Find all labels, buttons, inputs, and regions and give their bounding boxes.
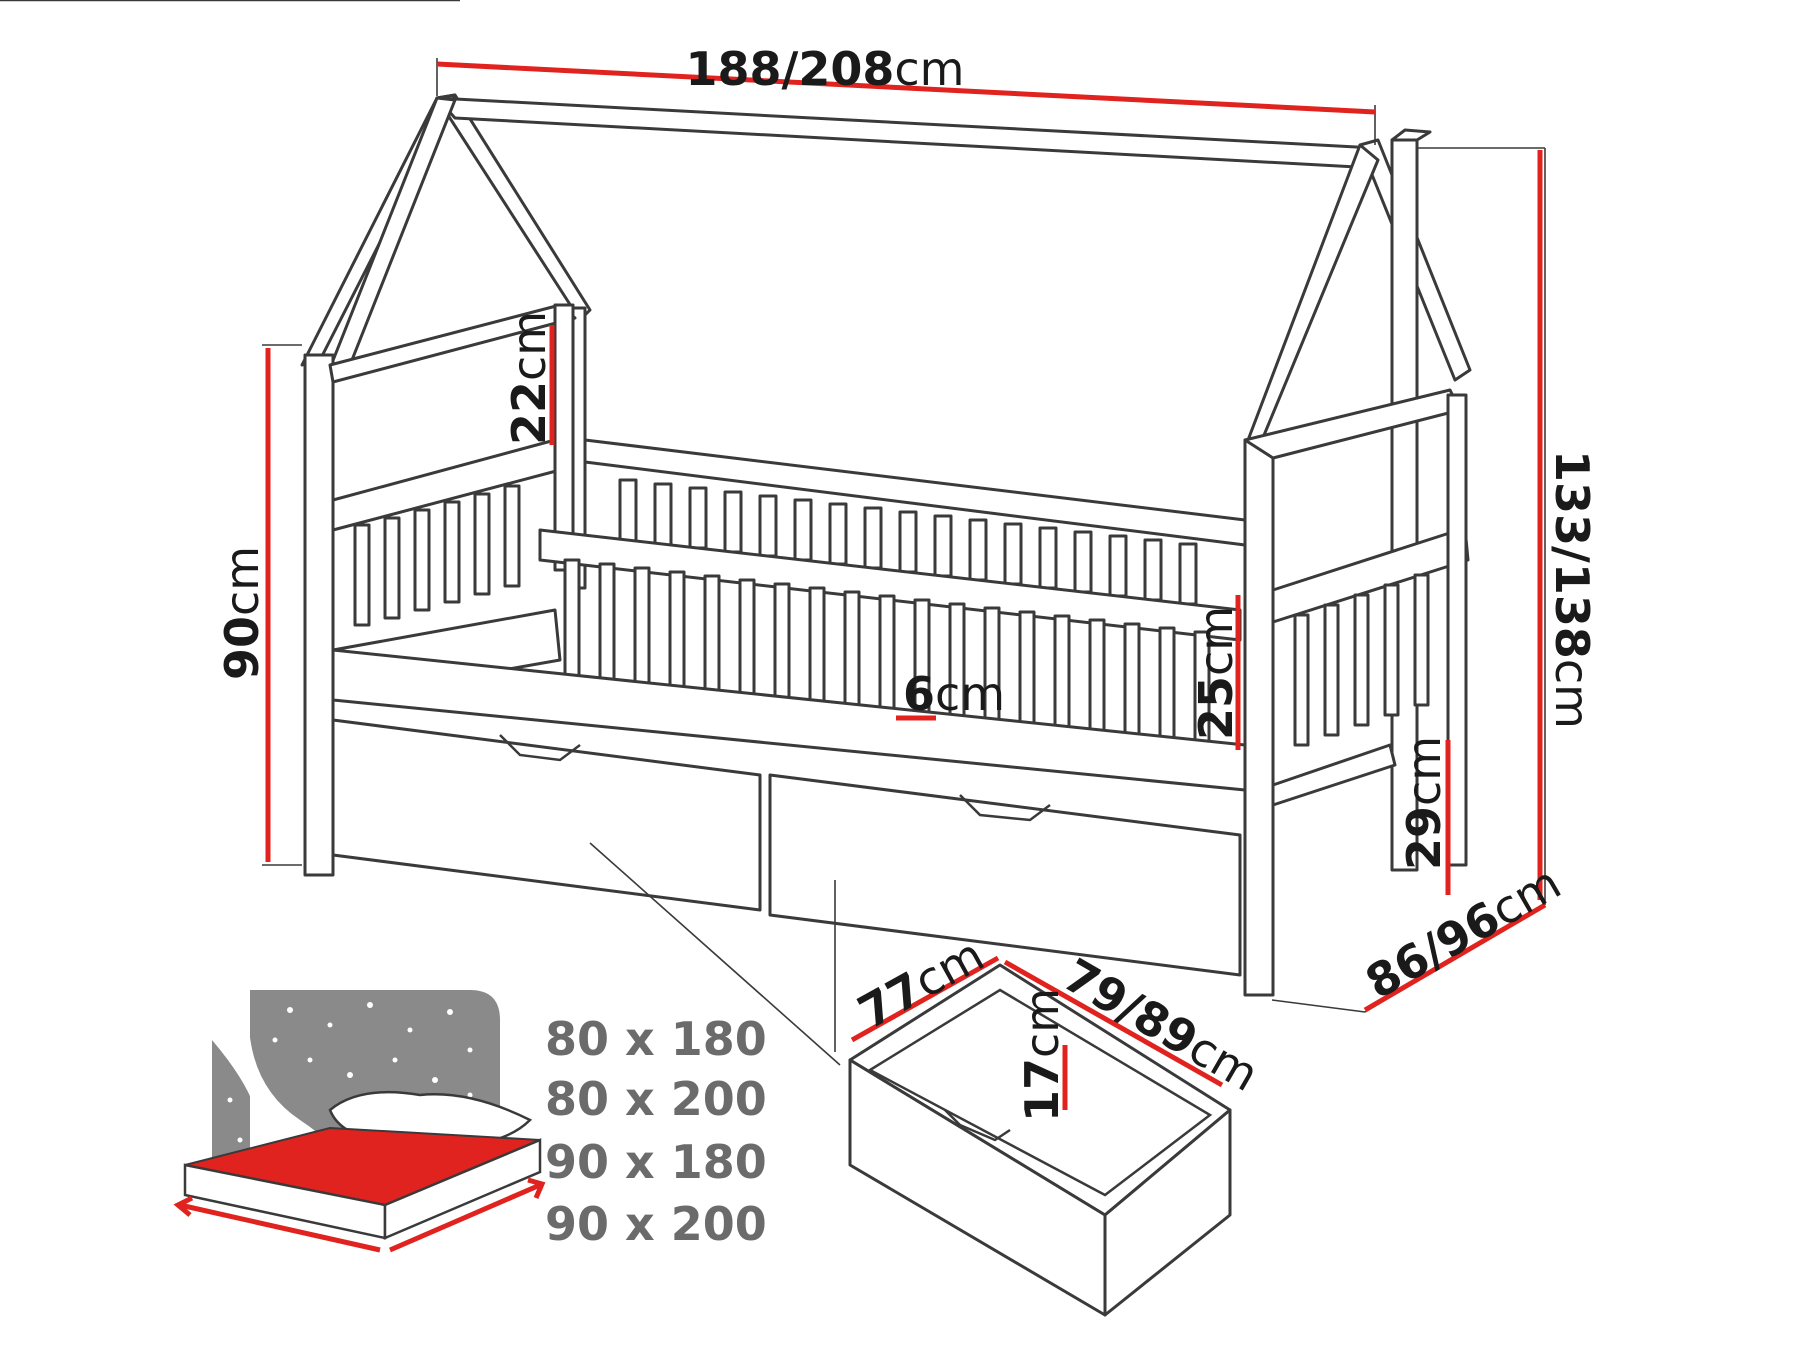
label-width: 86/96cm <box>1357 855 1570 1009</box>
dim-width <box>1271 902 1547 1013</box>
back-slats <box>618 478 1198 606</box>
label-clearance: 29cm <box>1397 736 1451 870</box>
dim-length <box>436 58 1376 145</box>
dim-height-total <box>1417 147 1546 905</box>
drawer-left <box>331 718 762 912</box>
label-rail: 25cm <box>1189 606 1243 740</box>
label-window: 22cm <box>502 311 556 445</box>
label-drawer-height: 17cm <box>1015 988 1069 1122</box>
size-item: 90 x 180 <box>545 1135 767 1189</box>
size-item: 90 x 200 <box>545 1197 767 1251</box>
size-item: 80 x 200 <box>545 1072 767 1126</box>
drawer-right <box>768 773 1242 977</box>
dim-drawer-length <box>1003 959 1224 1088</box>
label-length: 188/208cm <box>686 42 965 96</box>
bed-frame <box>0 0 1472 997</box>
star-icons <box>227 1002 473 1143</box>
dim-height-side <box>262 344 302 866</box>
label-gap: 6cm <box>903 667 1005 721</box>
dim-drawer-width <box>850 955 1000 1043</box>
label-height-side: 90cm <box>215 546 269 680</box>
left-end-slats <box>353 484 521 627</box>
drawer-detail <box>589 842 1232 1317</box>
mattress-size-list: 80 x 180 80 x 200 90 x 180 90 x 200 <box>545 1012 767 1251</box>
right-end-slats <box>1293 573 1430 747</box>
size-item: 80 x 180 <box>545 1012 767 1066</box>
mattress-night-sky-icon <box>173 990 546 1253</box>
label-height-total: 133/138cm <box>1545 450 1599 729</box>
